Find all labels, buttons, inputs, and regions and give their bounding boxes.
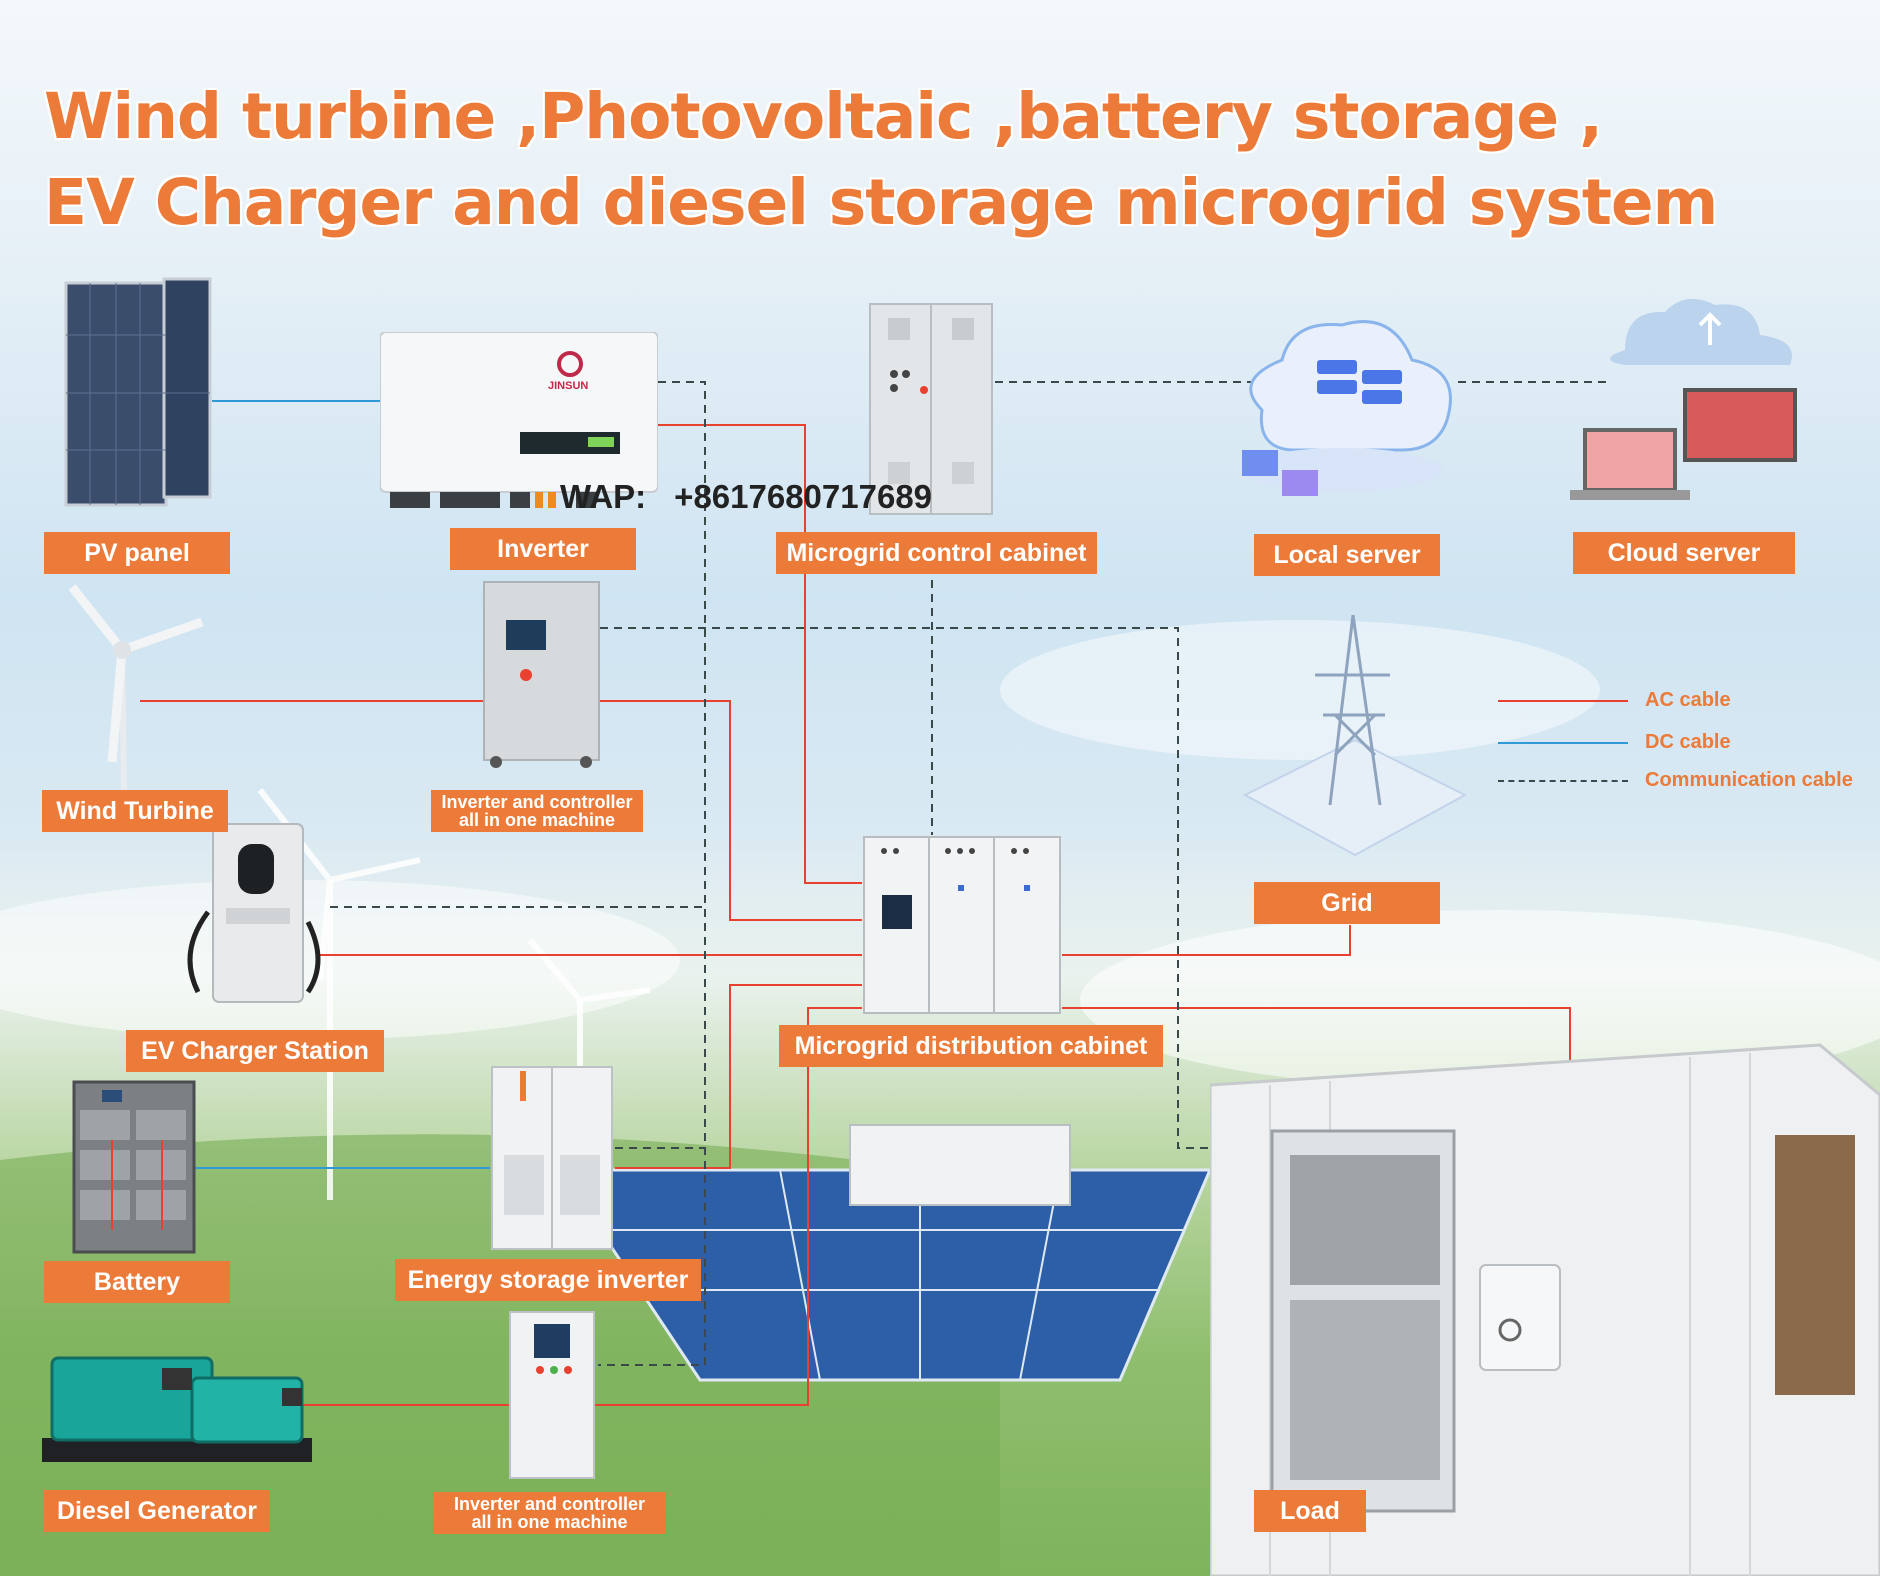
cloud-server-image <box>1570 298 1797 500</box>
contact-phone: +8617680717689 <box>674 478 933 515</box>
label-inverter-controller-2: Inverter and controller all in one machi… <box>433 1492 666 1534</box>
diesel-generator-image <box>42 1356 312 1462</box>
label-inverter-controller-1-line-1: Inverter and controller <box>441 792 633 812</box>
label-inverter-controller-2-line-2: all in one machine <box>471 1512 628 1532</box>
legend-ac-swatch <box>1498 700 1628 702</box>
label-ev-charger: EV Charger Station <box>126 1030 384 1072</box>
background-container <box>849 1124 1071 1206</box>
energy-storage-inverter-image <box>491 1066 613 1250</box>
label-local-server: Local server <box>1254 534 1440 576</box>
inverter-brand-text: JINSUN <box>548 380 589 392</box>
label-inverter-controller-1-line-2: all in one machine <box>458 810 616 830</box>
label-load: Load <box>1254 1490 1366 1532</box>
inverter-controller-2-image <box>509 1311 595 1479</box>
title-line-2: EV Charger and diesel storage microgrid … <box>44 166 1718 239</box>
legend-comm-label: Communication cable <box>1645 769 1853 791</box>
distribution-cabinet-image <box>863 836 1061 1014</box>
battery-image <box>72 1080 196 1254</box>
inverter-controller-1-image <box>483 581 600 768</box>
label-inverter-controller-1: Inverter and controller all in one machi… <box>431 790 643 832</box>
communication-cables <box>330 381 1612 1366</box>
label-inverter-controller-2-line-1: Inverter and controller <box>453 1494 646 1514</box>
label-battery: Battery <box>44 1261 230 1303</box>
label-pv-panel: PV panel <box>44 532 230 574</box>
local-server-image <box>1242 320 1452 496</box>
ev-charger-image <box>187 823 321 1003</box>
label-diesel-generator: Diesel Generator <box>44 1490 270 1532</box>
label-cloud-server: Cloud server <box>1573 532 1795 574</box>
label-control-cabinet: Microgrid control cabinet <box>776 532 1097 574</box>
title-line-1: Wind turbine ,Photovoltaic ,battery stor… <box>44 80 1603 153</box>
legend-dc-label: DC cable <box>1645 731 1731 753</box>
jinsun-logo-icon <box>557 351 583 377</box>
contact-watermark: WAP: +8617680717689 <box>560 478 932 516</box>
legend-dc-swatch <box>1498 742 1628 744</box>
label-energy-storage-inverter: Energy storage inverter <box>395 1259 701 1301</box>
control-cabinet-image <box>869 303 993 515</box>
dc-cables <box>195 400 490 1169</box>
wind-turbine-image <box>68 584 204 792</box>
contact-prefix: WAP: <box>560 478 647 515</box>
label-distribution-cabinet: Microgrid distribution cabinet <box>779 1025 1163 1067</box>
grid-tower-image <box>1242 614 1468 857</box>
pv-panel-image <box>64 277 212 507</box>
label-inverter: Inverter <box>450 528 636 570</box>
load-container-image <box>1210 1043 1880 1576</box>
legend-ac-label: AC cable <box>1645 689 1731 711</box>
inverter-image: JINSUN <box>379 331 659 512</box>
label-grid: Grid <box>1254 882 1440 924</box>
legend-comm-swatch <box>1498 780 1628 782</box>
label-wind-turbine: Wind Turbine <box>42 790 228 832</box>
